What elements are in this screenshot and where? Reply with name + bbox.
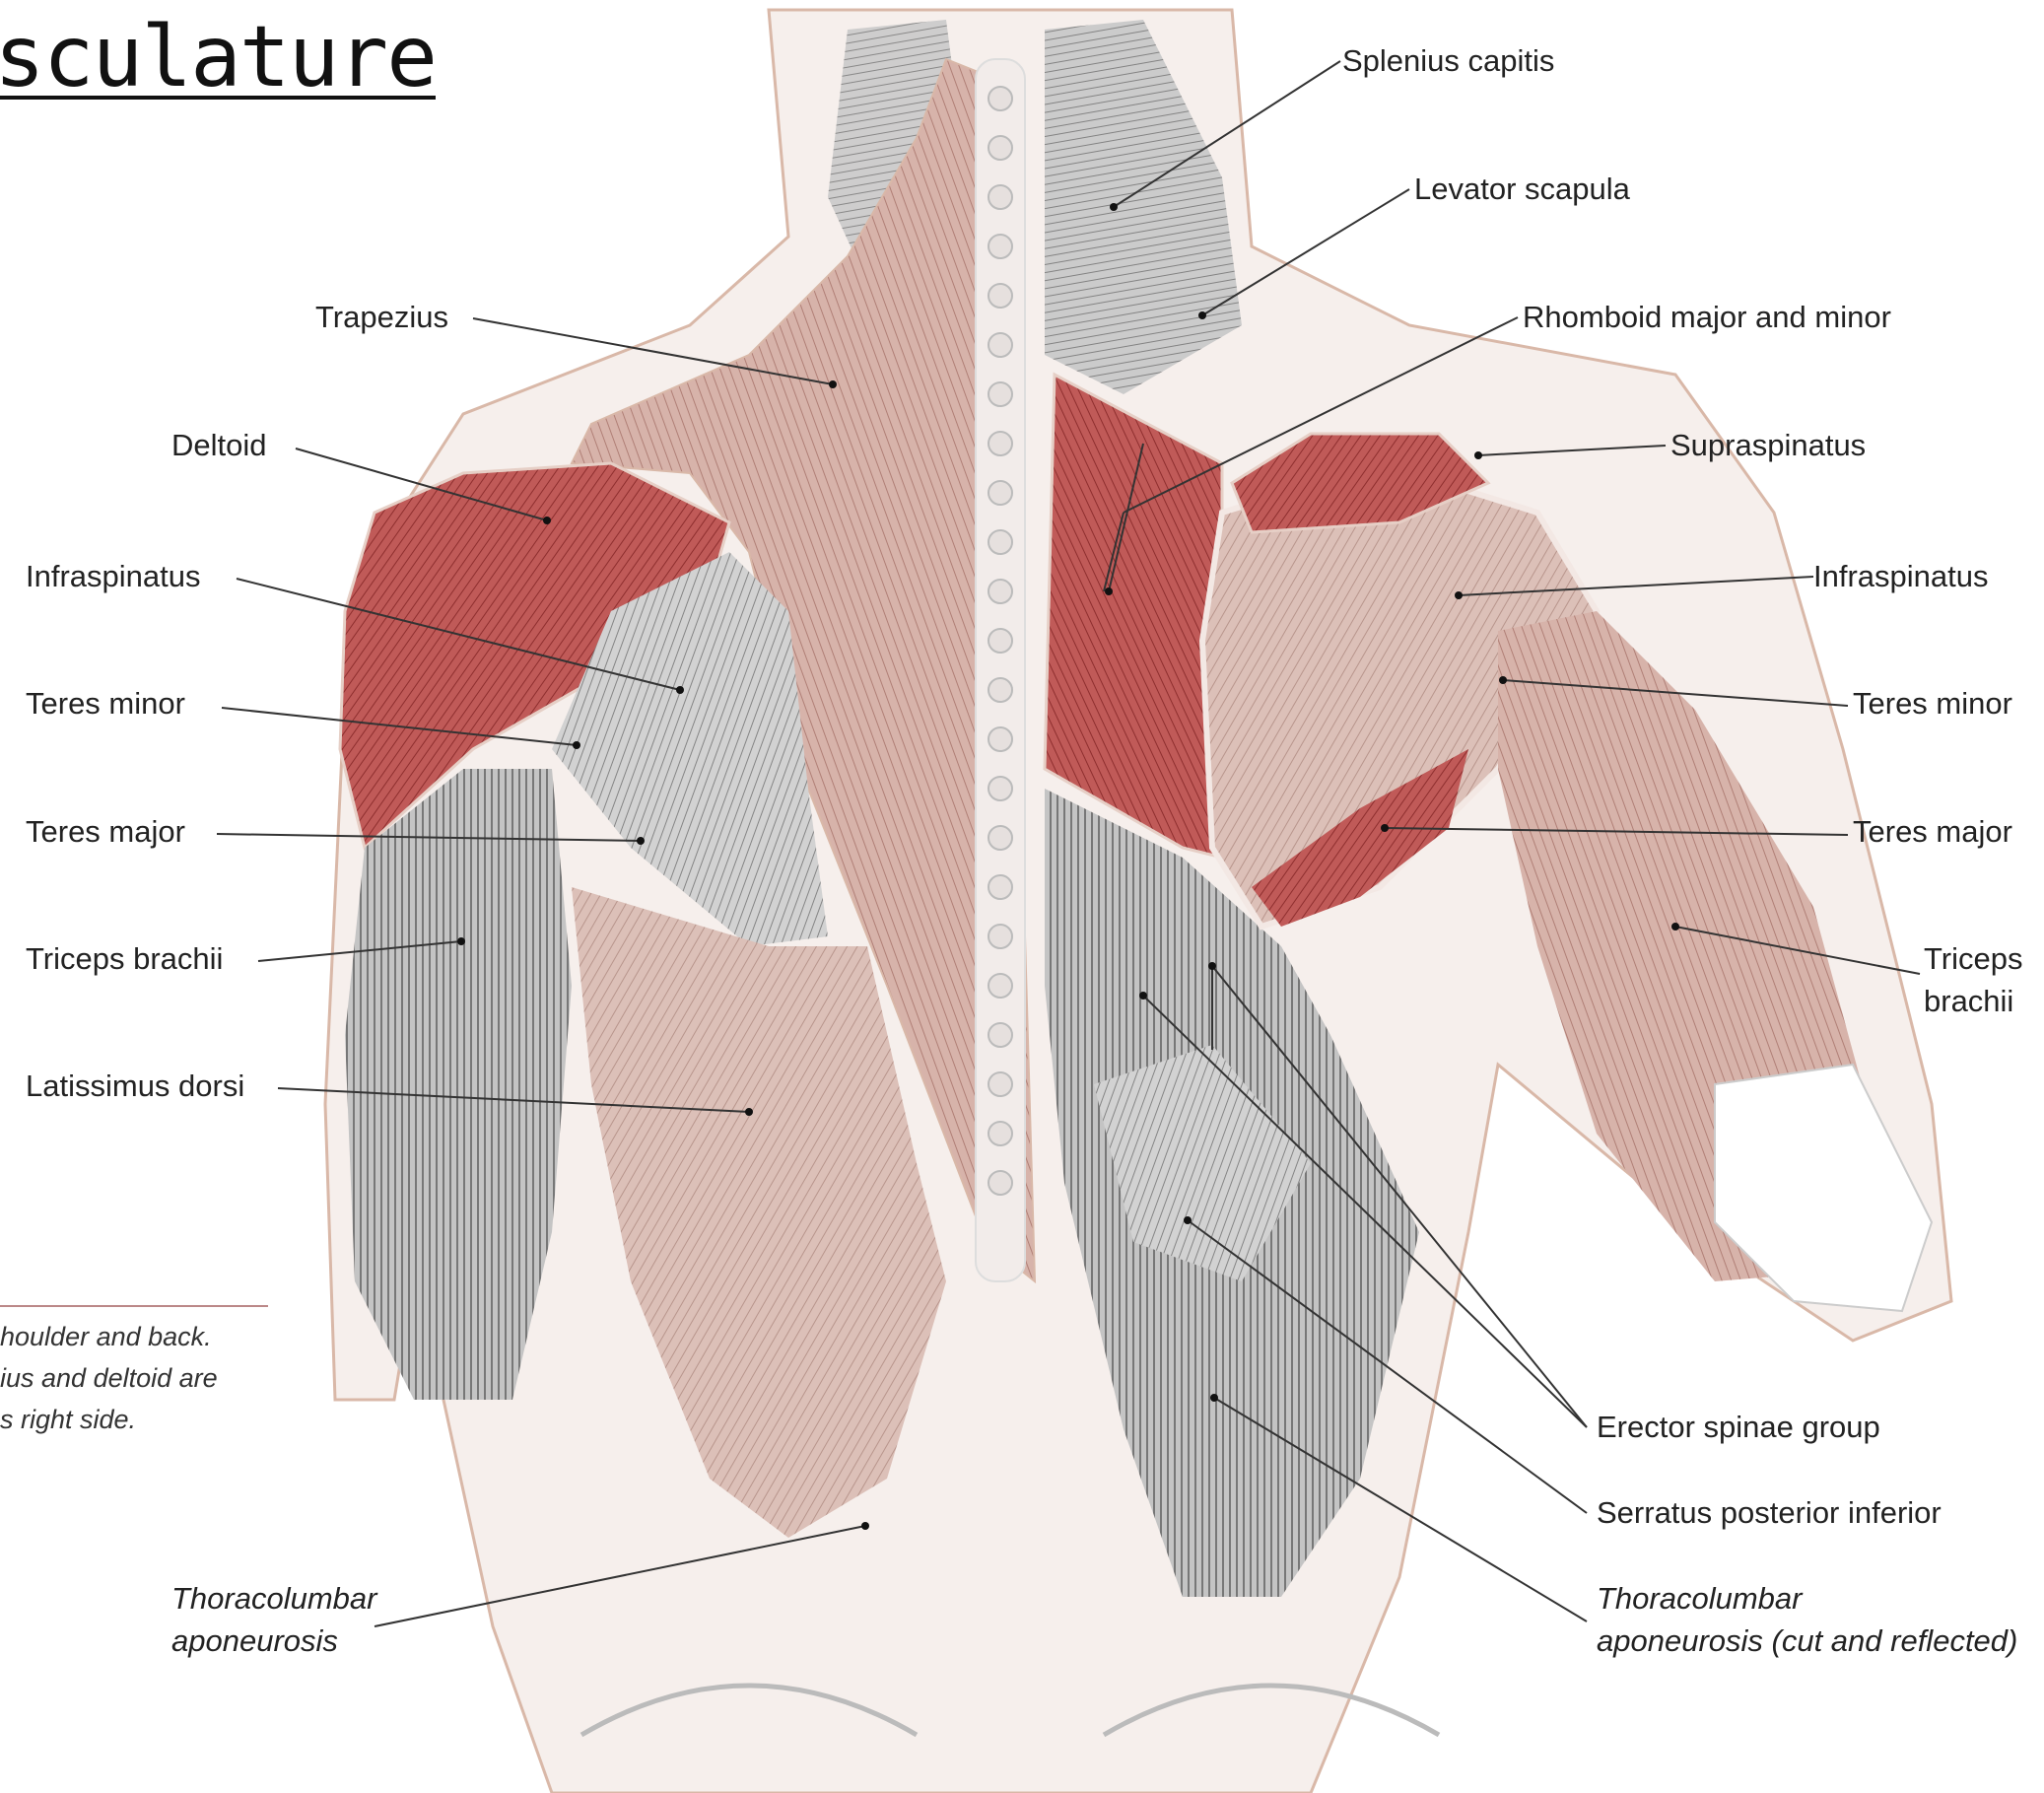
- label-splenius-capitis: Splenius capitis: [1342, 41, 1554, 81]
- label-triceps-right-2: brachii: [1924, 982, 2013, 1021]
- caption-line-1: houlder and back.: [0, 1317, 212, 1358]
- label-serratus-posterior-inferior: Serratus posterior inferior: [1597, 1493, 1942, 1533]
- label-erector-spinae: Erector spinae group: [1597, 1408, 1880, 1447]
- label-infraspinatus-right: Infraspinatus: [1813, 557, 1989, 596]
- vertebrae: [988, 87, 1012, 1195]
- label-trapezius: Trapezius: [315, 298, 448, 337]
- label-supraspinatus: Supraspinatus: [1670, 426, 1866, 465]
- label-deltoid: Deltoid: [171, 426, 267, 465]
- caption-line-3: s right side.: [0, 1400, 136, 1441]
- label-rhomboid: Rhomboid major and minor: [1523, 298, 1891, 337]
- label-teres-minor-right: Teres minor: [1853, 684, 2012, 724]
- label-latissimus-dorsi: Latissimus dorsi: [26, 1067, 244, 1106]
- caption-line-2: ius and deltoid are: [0, 1358, 218, 1400]
- label-teres-minor-left: Teres minor: [26, 684, 185, 724]
- label-thoracolumbar-right-1: Thoracolumbar: [1597, 1579, 1802, 1619]
- label-infraspinatus-left: Infraspinatus: [26, 557, 201, 596]
- label-triceps-right-1: Triceps: [1924, 939, 2022, 979]
- label-teres-major-right: Teres major: [1853, 812, 2012, 852]
- label-teres-major-left: Teres major: [26, 812, 185, 852]
- label-triceps-left: Triceps brachii: [26, 939, 223, 979]
- label-thoracolumbar-right-2: aponeurosis (cut and reflected): [1597, 1621, 2017, 1661]
- label-thoracolumbar-left-1: Thoracolumbar: [171, 1579, 376, 1619]
- page-title: sculature: [0, 8, 436, 106]
- caption-rule: [0, 1305, 268, 1307]
- label-thoracolumbar-left-2: aponeurosis: [171, 1621, 338, 1661]
- label-levator-scapula: Levator scapula: [1414, 170, 1630, 209]
